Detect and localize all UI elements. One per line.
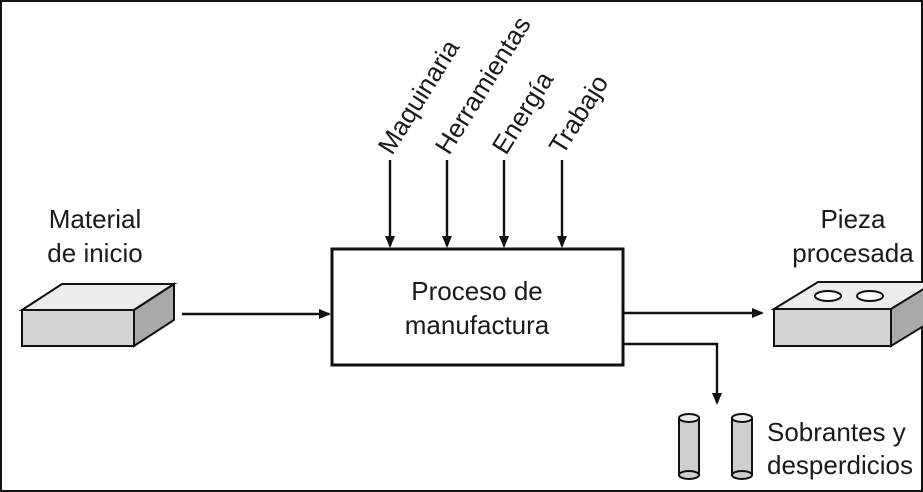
start-material: Material de inicio bbox=[18, 204, 178, 348]
cylinder-icon bbox=[731, 413, 753, 480]
processed-part: Pieza procesada bbox=[770, 204, 923, 348]
process-label-line1: Proceso de bbox=[411, 276, 543, 306]
process-box: Proceso de manufactura bbox=[330, 247, 625, 367]
process-box-frame bbox=[330, 247, 625, 367]
arrow-down-icon bbox=[623, 342, 722, 405]
scrap-pieces: Sobrantes y desperdicios bbox=[678, 413, 913, 480]
processed-part-label-line1: Pieza bbox=[820, 204, 886, 234]
waste-label-line2: desperdicios bbox=[767, 450, 913, 480]
block-icon bbox=[770, 281, 923, 348]
input-arrows bbox=[385, 160, 567, 248]
block-icon bbox=[18, 282, 178, 348]
start-material-label-line2: de inicio bbox=[47, 238, 142, 268]
start-material-label-line1: Material bbox=[49, 204, 141, 234]
hole-icon bbox=[856, 290, 884, 302]
processed-part-label-line2: procesada bbox=[792, 238, 914, 268]
hole-icon bbox=[814, 290, 842, 302]
input-labels: Maquinaria Herramientas Energía Trabajo bbox=[372, 11, 615, 159]
waste-label-line1: Sobrantes y bbox=[767, 417, 906, 447]
process-label-line2: manufactura bbox=[405, 310, 550, 340]
cylinder-icon bbox=[678, 413, 700, 480]
